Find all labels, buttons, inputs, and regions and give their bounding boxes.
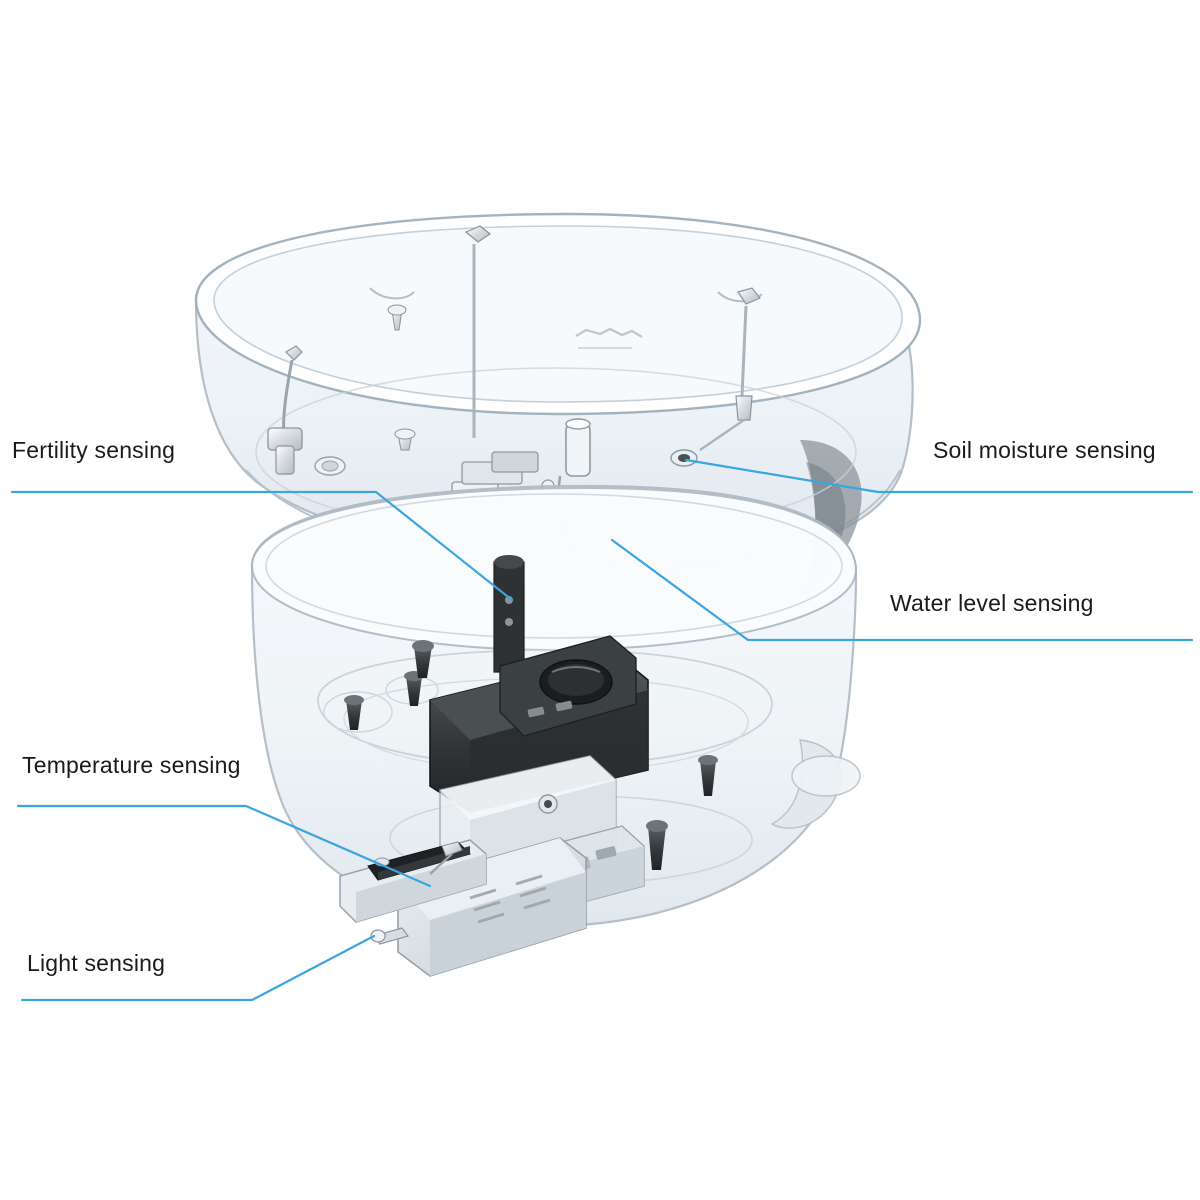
callout-leader-lines xyxy=(10,458,1194,1002)
callout-label-fertility: Fertility sensing xyxy=(12,437,176,463)
upper-basin xyxy=(194,212,922,598)
callout-label-temperature: Temperature sensing xyxy=(22,752,241,778)
leader-light xyxy=(20,934,376,1002)
central-module xyxy=(339,555,649,977)
callout-label-water-level: Water level sensing xyxy=(890,590,1094,616)
reservoir-pegs xyxy=(344,640,718,870)
temperature-probe xyxy=(429,841,463,875)
lower-reservoir xyxy=(250,484,861,928)
light-sensor-arm xyxy=(339,839,487,945)
callout-label-soil-moisture: Soil moisture sensing xyxy=(933,437,1156,463)
leader-fertility xyxy=(10,490,514,602)
leader-soil xyxy=(684,458,1194,494)
molded-logo xyxy=(575,327,643,349)
leader-temperature xyxy=(16,804,432,888)
callout-label-light: Light sensing xyxy=(27,950,166,976)
leader-water xyxy=(610,538,1194,642)
